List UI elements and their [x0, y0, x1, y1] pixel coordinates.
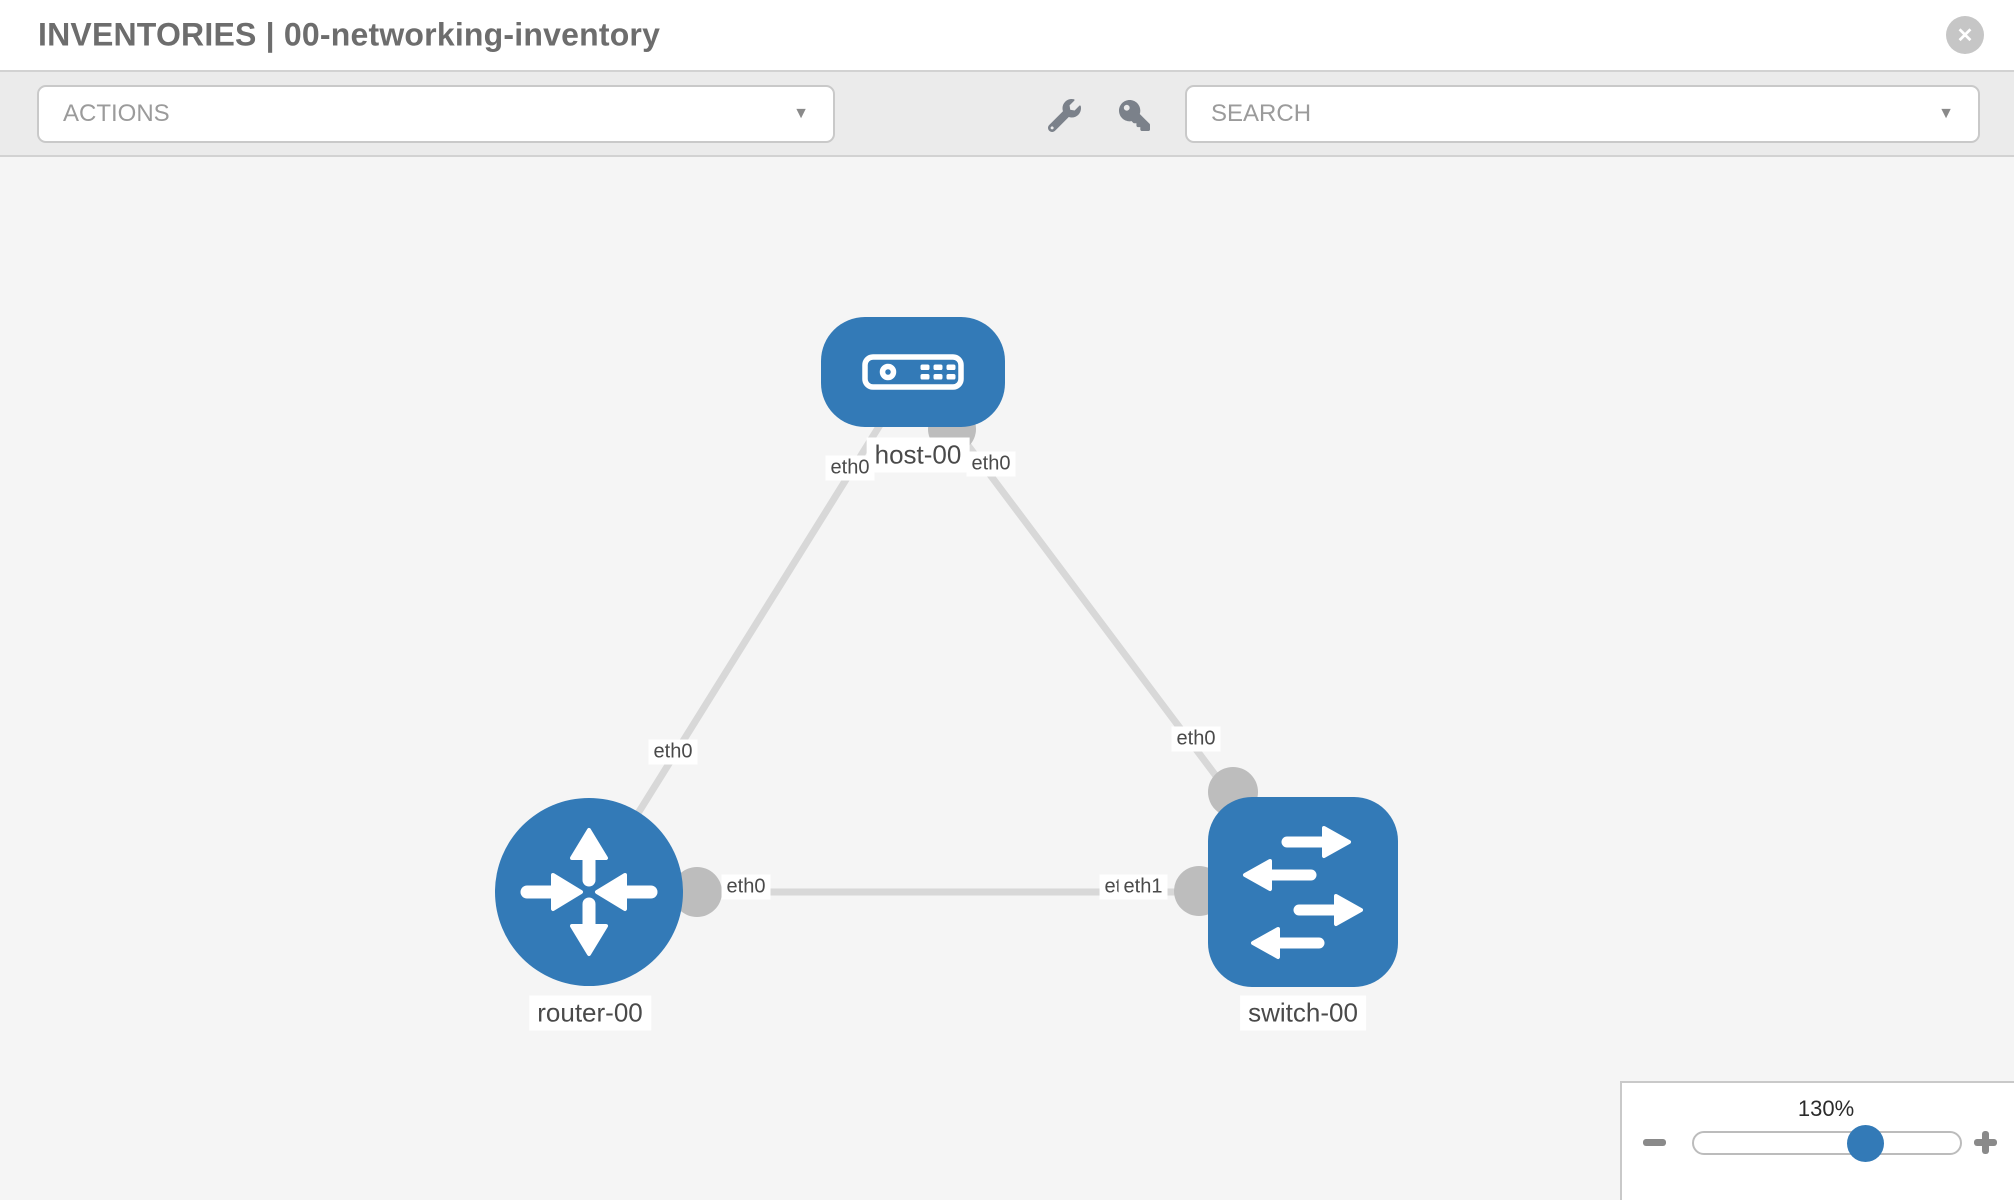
zoom-slider-track[interactable] [1692, 1131, 1962, 1155]
search-dropdown-label: SEARCH [1211, 100, 1312, 127]
host-device-icon [862, 354, 964, 390]
node-router-00[interactable] [495, 798, 683, 986]
node-label-router: router-00 [529, 995, 651, 1031]
interface-label-host-right: eth0 [966, 451, 1016, 477]
chevron-down-icon: ▼ [1938, 105, 1954, 122]
zoom-level-label: 130% [1797, 1096, 1855, 1121]
interface-label-switch-left-eth1: eth1 [1118, 874, 1168, 900]
key-icon [1118, 99, 1150, 131]
interface-label-router-top: eth0 [648, 739, 698, 765]
zoom-in-button[interactable] [1967, 1124, 2003, 1160]
interface-markers [672, 405, 1258, 917]
zoom-out-button[interactable] [1636, 1124, 1672, 1160]
close-button[interactable]: ✕ [1946, 16, 1984, 54]
interface-label-host-left: eth0 [825, 455, 875, 481]
actions-dropdown[interactable]: ACTIONS ▼ [37, 85, 835, 143]
node-switch-00[interactable] [1208, 797, 1398, 987]
node-label-host: host-00 [866, 437, 970, 473]
credentials-button[interactable] [1117, 98, 1151, 132]
toolbar: ACTIONS ▼ SEARCH ▼ [0, 70, 2014, 157]
search-dropdown[interactable]: SEARCH ▼ [1185, 85, 1980, 143]
node-host-00[interactable] [821, 317, 1005, 427]
switch-icon [1243, 826, 1363, 959]
close-icon: ✕ [1956, 24, 1974, 47]
minus-icon [1642, 1138, 1666, 1146]
actions-dropdown-label: ACTIONS [63, 100, 170, 127]
page-title: INVENTORIES | 00-networking-inventory [38, 16, 661, 53]
interface-label-router-right: eth0 [721, 874, 771, 900]
interface-label-switch-top: eth0 [1171, 726, 1221, 752]
page-header: INVENTORIES | 00-networking-inventory ✕ [0, 0, 2014, 70]
topology-canvas[interactable] [0, 157, 2014, 1200]
interface-marker-router[interactable] [672, 867, 722, 917]
chevron-down-icon: ▼ [793, 105, 809, 122]
configure-button[interactable] [1047, 98, 1081, 132]
node-label-switch: switch-00 [1240, 995, 1366, 1031]
wrench-icon [1047, 98, 1081, 132]
zoom-panel: 130% [1620, 1081, 2014, 1200]
router-icon [520, 828, 658, 956]
zoom-slider-thumb[interactable] [1847, 1125, 1884, 1162]
